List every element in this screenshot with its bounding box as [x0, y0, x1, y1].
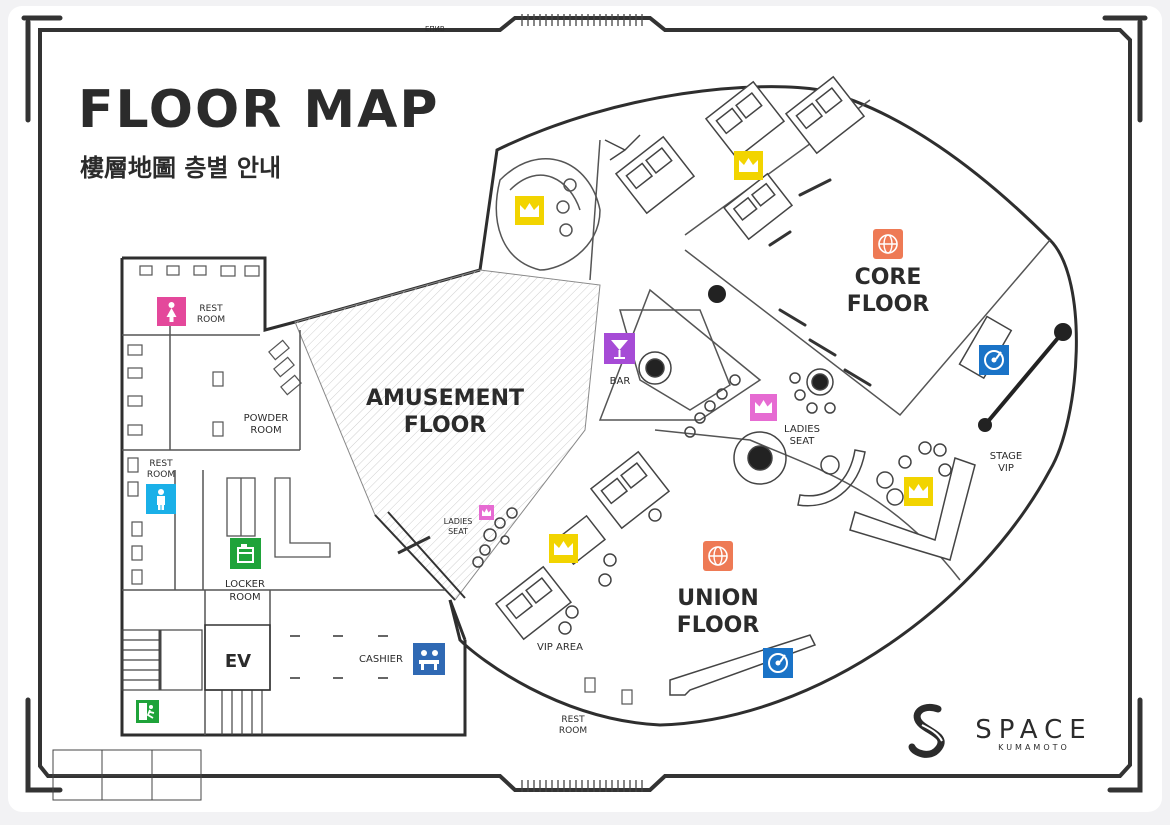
core-floor-label-line1: CORE: [855, 265, 922, 290]
powder-room-label-line2: ROOM: [250, 425, 281, 436]
cocktail-icon: [604, 333, 635, 364]
queue-markers: [290, 635, 388, 679]
stairs: [121, 629, 263, 735]
frame-tick-marks: [521, 14, 643, 792]
amusement-floor-label-line2: FLOOR: [404, 413, 487, 438]
crown-icon-pink: [750, 394, 777, 421]
crown-icon: [734, 151, 763, 180]
amusement-rail: [374, 511, 466, 601]
globe-icon: [703, 541, 733, 571]
rest-room-bottom-label-line2: ROOM: [559, 726, 587, 736]
ladies-seat-main-label-line2: SEAT: [790, 436, 816, 447]
core-floor-rails: [768, 178, 872, 387]
cashier-label: CASHIER: [359, 654, 403, 665]
round-tables: [472, 351, 952, 635]
powder-room-label-line1: POWDER: [244, 413, 289, 424]
male-restroom-icon: [146, 484, 176, 514]
sofa-blocks: [494, 75, 1013, 696]
brand-city: KUMAMOTO: [998, 743, 1070, 752]
core-floor-label-line2: FLOOR: [847, 292, 930, 317]
frame-top-code: ЕПИВ: [425, 25, 445, 33]
ladies-seat-small-label-line1: LADIES: [444, 517, 473, 526]
crown-icon: [549, 534, 578, 563]
stage-rail: [978, 323, 1072, 432]
emergency-exit-icon: [136, 700, 159, 723]
brand-name: SPACE: [975, 715, 1092, 745]
crown-icon: [515, 196, 544, 225]
rest-room-left-label-line1: REST: [149, 459, 173, 469]
ladies-seat-small-label-line2: SEAT: [448, 527, 468, 536]
amusement-gate: [397, 535, 431, 555]
locker-room-label-line2: ROOM: [229, 592, 260, 603]
globe-icon: [873, 229, 903, 259]
dj-turntable-icon: [979, 345, 1009, 375]
union-floor-label-line1: UNION: [677, 586, 759, 611]
page-title: FLOOR MAP: [78, 80, 439, 140]
ladies-seat-main-label-line1: LADIES: [784, 424, 820, 435]
cashier-icon: [413, 643, 445, 675]
stage-vip-label-line2: VIP: [998, 463, 1014, 474]
vip-area-label: VIP AREA: [537, 642, 583, 653]
amusement-floor-label-line1: AMUSEMENT: [366, 386, 524, 411]
female-restroom-icon: [157, 297, 186, 326]
restroom-fixtures: [127, 265, 633, 705]
space-logo-mark: [908, 704, 945, 758]
locker-icon: [230, 538, 261, 569]
crown-icon-pink: [479, 505, 494, 520]
rest-room-bottom-label-line1: REST: [561, 715, 585, 725]
bar-label: BAR: [610, 376, 631, 387]
vip-booth-top-left: [495, 158, 601, 271]
rest-room-top-label-line1: REST: [199, 304, 223, 314]
rest-room-left-label-line2: ROOM: [147, 470, 175, 480]
elevator-box: [204, 624, 271, 691]
dj-turntable-icon: [763, 648, 793, 678]
elevator-label: EV: [225, 651, 251, 672]
notes-grid: [52, 749, 202, 801]
stage-vip-label-line1: STAGE: [990, 451, 1022, 462]
pillars: [708, 285, 726, 303]
locker-shelves: [226, 477, 331, 558]
locker-room-label-line1: LOCKER: [225, 579, 265, 590]
page-subtitle: 樓層地圖 층별 안내: [80, 154, 281, 182]
crown-icon: [904, 477, 933, 506]
rest-room-top-label-line2: ROOM: [197, 315, 225, 325]
union-floor-label-line2: FLOOR: [677, 613, 760, 638]
